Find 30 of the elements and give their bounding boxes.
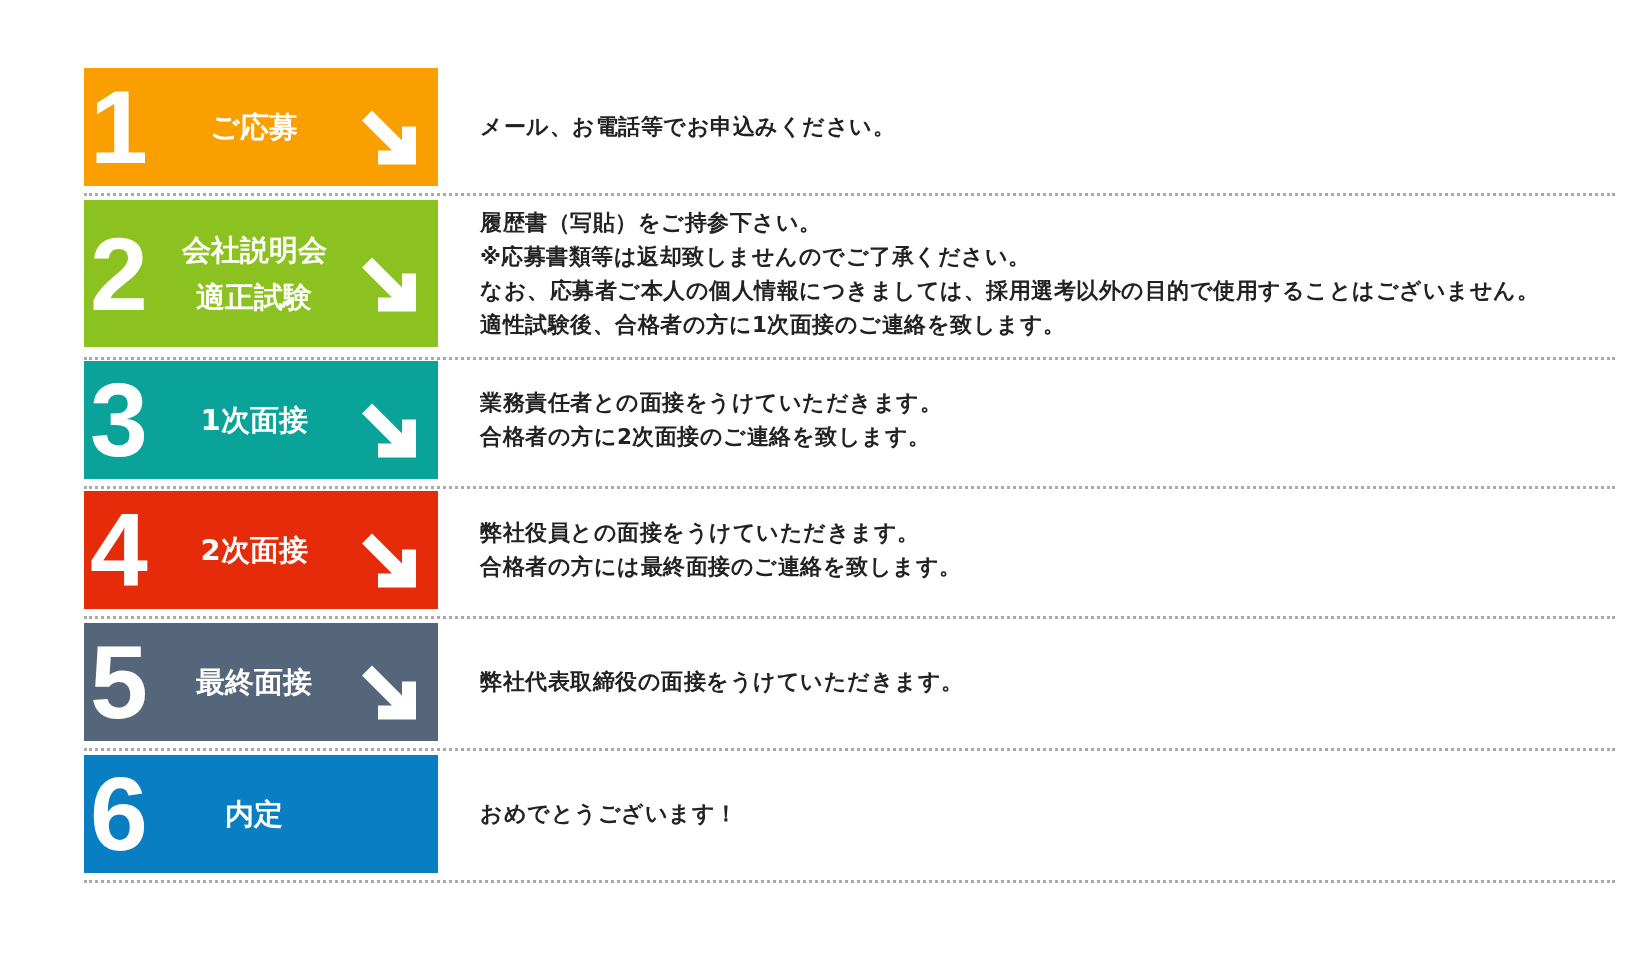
step-title: 1次面接 [200, 402, 308, 438]
step-description: ※応募書類等は返却致しませんのでご了承ください。 [480, 242, 1032, 271]
step-description: 業務責任者との面接をうけていただきます。 [480, 389, 942, 417]
step-description: 履歴書（写貼）をご持参下さい。 [480, 208, 823, 237]
step-description: メール、お電話等でお申込みください。 [480, 113, 895, 141]
step-title: ご応募 [210, 109, 298, 145]
step-description: なお、応募者ご本人の個人情報につきましては、採用選考以外の目的で使用することはございません。 [480, 276, 1539, 305]
step-description: 合格者の方には最終面接のご連絡を致します。 [480, 553, 962, 581]
step-box [84, 361, 438, 479]
step-description: おめでとうございます！ [480, 800, 738, 828]
step-number: 1 [90, 75, 148, 179]
step-number: 6 [90, 762, 148, 866]
step-box [84, 491, 438, 609]
step-number: 3 [90, 368, 148, 472]
step-description: 合格者の方に2次面接のご連絡を致します。 [480, 423, 932, 451]
step-number: 4 [90, 498, 148, 602]
step-box [84, 623, 438, 741]
step-number: 5 [90, 630, 148, 734]
step-description: 適性試験後、合格者の方に1次面接のご連絡を致します。 [480, 310, 1067, 339]
step-title: 内定 [225, 796, 283, 832]
step-description: 弊社代表取締役の面接をうけていただきます。 [480, 668, 964, 696]
step-box [84, 68, 438, 186]
step-title: 2次面接 [200, 532, 308, 568]
step-title: 適正試験 [196, 279, 312, 315]
step-title: 会社説明会 [181, 232, 327, 268]
step-box [84, 755, 438, 873]
step-box [84, 200, 438, 347]
step-description: 弊社役員との面接をうけていただきます。 [480, 519, 921, 547]
step-title: 最終面接 [196, 664, 312, 700]
step-number: 2 [90, 221, 148, 326]
